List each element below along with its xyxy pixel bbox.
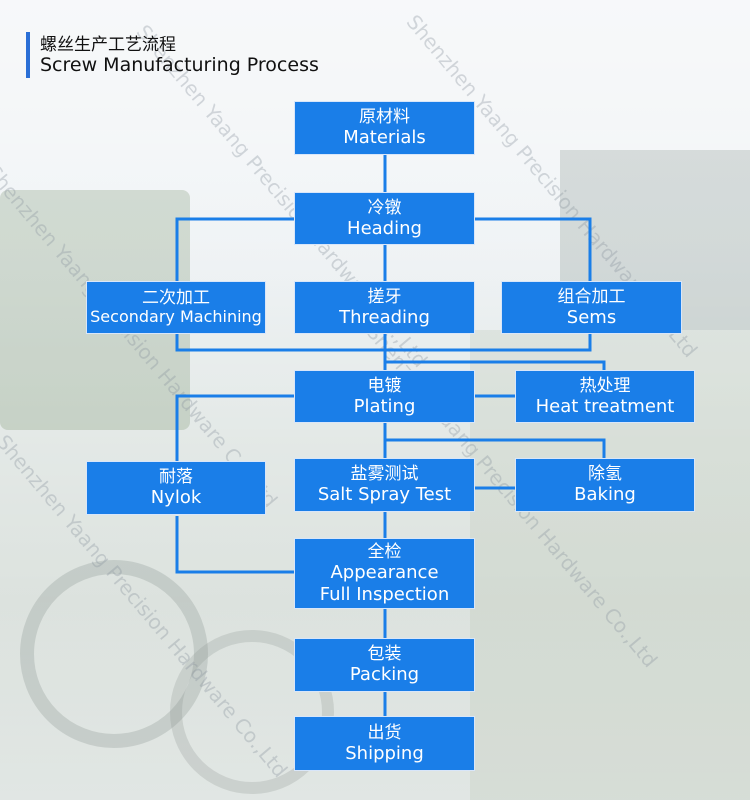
step-label-cn: 冷镦 [367,197,402,218]
step-label-en: Appearance [330,562,439,584]
step-label-en: Materials [343,127,426,149]
step-label-en: Threading [339,306,430,328]
step-label-cn: 包装 [367,644,402,665]
step-threading: 搓牙 Threading [294,281,475,334]
connector-heading-sems [475,217,592,282]
step-secondary-machining: 二次加工 Secondary Machining [86,281,266,334]
step-label-cn: 盐雾测试 [350,464,419,485]
step-nylok: 耐落 Nylok [86,461,266,515]
connector-plating-heat [385,360,606,372]
connector-heading-secondary [175,217,294,282]
step-shipping: 出货 Shipping [294,716,475,771]
connector-sems-return [385,334,592,352]
step-label-cn: 出货 [367,722,402,743]
step-label-en: Packing [349,664,420,686]
step-sems: 组合加工 Sems [501,281,682,334]
connector-plating-nylok [175,394,294,462]
connector-nylok-inspection [175,516,294,574]
step-label-en: Sems [566,306,617,328]
step-label-cn: 搓牙 [367,286,402,307]
step-label-cn: 全检 [367,542,402,563]
step-label-cn: 除氢 [588,464,622,485]
step-heading: 冷镦 Heading [294,192,475,245]
step-salt-spray-test: 盐雾测试 Salt Spray Test [294,458,475,512]
step-label-en: Secondary Machining [90,307,262,327]
step-label-en: Shipping [345,742,424,764]
step-heat-treatment: 热处理 Heat treatment [515,370,695,423]
step-full-inspection: 全检 Appearance Full Inspection [294,538,475,609]
step-plating: 电镀 Plating [294,370,475,423]
step-label-en: Plating [353,395,416,417]
step-label-en: Baking [574,484,636,506]
step-label-cn: 组合加工 [557,286,626,307]
step-materials: 原材料 Materials [294,101,475,155]
step-label-en: Nylok [150,487,202,509]
step-label-cn: 耐落 [159,467,193,488]
step-label-en: Heat treatment [535,395,675,417]
step-label-cn: 原材料 [359,107,410,128]
step-label-en: Full Inspection [319,583,450,605]
page-title-cn: 螺丝生产工艺流程 [40,35,176,55]
step-label-en: Salt Spray Test [317,484,452,506]
step-baking: 除氢 Baking [515,458,695,512]
connector-secondary-return [175,334,385,352]
step-label-cn: 二次加工 [142,288,210,309]
title-accent-bar [26,32,30,78]
step-packing: 包装 Packing [294,638,475,692]
page-title-en: Screw Manufacturing Process [40,54,319,76]
connector-salt-baking [385,438,606,460]
step-label-en: Heading [347,217,422,239]
step-label-cn: 热处理 [579,375,631,396]
step-label-cn: 电镀 [367,375,402,396]
